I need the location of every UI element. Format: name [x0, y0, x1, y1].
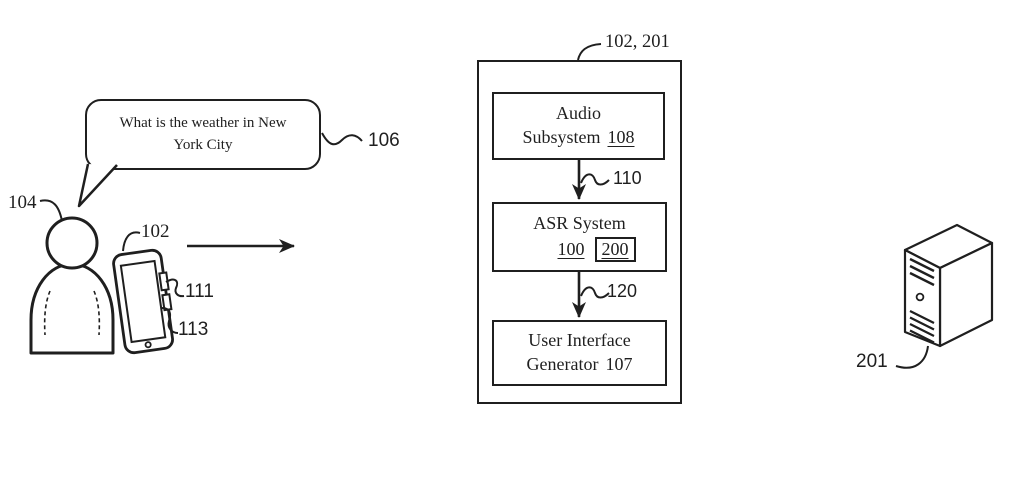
asr-ref-100: 100: [557, 238, 585, 259]
ref-label-server: 201: [856, 351, 888, 372]
leader-201: [895, 345, 929, 369]
ref-label-phone: 102: [141, 221, 170, 242]
asr-ref-200: 200: [601, 239, 629, 260]
asr-system-box: ASR System 100 200: [492, 202, 667, 272]
asr-system-refs: 100 200: [558, 237, 636, 262]
uig-ref: 107: [605, 354, 633, 374]
leader-104: [39, 199, 63, 222]
smartphone-icon: [112, 248, 174, 355]
server-icon: [903, 223, 994, 348]
ref-label-audio-to-asr: 110: [613, 168, 642, 188]
ref-label-asr-to-uig: 120: [607, 281, 638, 301]
audio-subsystem-line2: Subsystem 108: [522, 126, 634, 150]
speech-bubble: What is the weather in New York City: [85, 99, 321, 170]
leader-111: [165, 278, 185, 298]
speech-bubble-tail: [77, 163, 118, 208]
ref-label-system: 102, 201: [605, 32, 670, 52]
audio-subsystem-ref: 108: [607, 127, 635, 147]
person-icon: [29, 216, 115, 355]
audio-subsystem-word: Subsystem: [522, 127, 601, 147]
uig-line2: Generator 107: [527, 353, 633, 377]
user-interface-generator-box: User Interface Generator 107: [492, 320, 667, 386]
asr-ref-200-box: 200: [594, 237, 636, 262]
leader-113: [161, 307, 179, 334]
leader-106: [321, 132, 363, 146]
leader-system: [577, 43, 602, 61]
uig-line1: User Interface: [528, 330, 631, 351]
ref-label-phone-element-upper: 111: [185, 281, 214, 302]
asr-system-title: ASR System: [533, 213, 626, 234]
uig-word: Generator: [526, 354, 599, 374]
speech-bubble-text: What is the weather in New York City: [119, 114, 287, 153]
audio-subsystem-line1: Audio: [556, 103, 601, 124]
leader-102: [122, 231, 141, 252]
ref-label-bubble: 106: [368, 130, 400, 151]
audio-subsystem-box: Audio Subsystem 108: [492, 92, 665, 160]
ref-label-phone-element-lower: 113: [178, 319, 209, 340]
ref-label-person: 104: [8, 192, 37, 213]
